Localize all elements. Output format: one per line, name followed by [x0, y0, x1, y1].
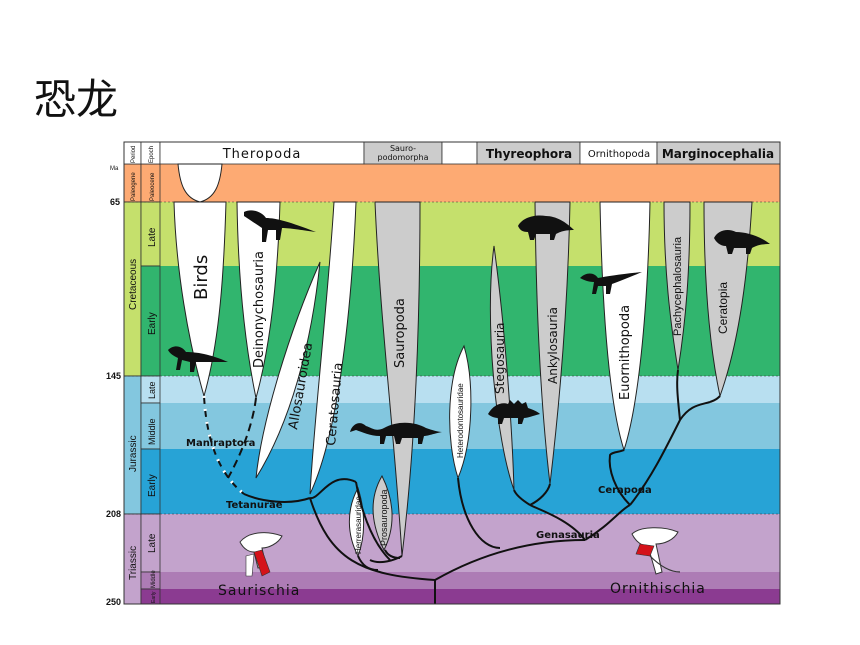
header-marginocephalia-label: Marginocephalia — [662, 147, 774, 161]
ceratosauria-spindle — [309, 201, 357, 495]
band-early-triassic — [160, 589, 780, 604]
label-stegosauria: Stegosauria — [493, 323, 507, 395]
epoch-label-late-jurassic: Late — [147, 381, 157, 399]
band-paleogene — [160, 164, 780, 202]
header-podomorpha-label: podomorpha — [378, 153, 429, 162]
period-label-cretaceous: Cretaceous — [128, 259, 139, 310]
period-label-jurassic: Jurassic — [128, 435, 139, 472]
period-label-paleogene: Paleogene — [131, 172, 137, 201]
sauropod-silhouette — [350, 422, 442, 444]
header-thyreophora-label: Thyreophora — [486, 147, 572, 161]
euornithopoda-spindle — [599, 201, 651, 452]
chart-border — [123, 141, 781, 605]
label-ceratopia: Ceratopia — [716, 282, 730, 334]
birds-spindle — [173, 201, 227, 398]
clade-spindles — [173, 163, 753, 558]
label-genasauria: Genasauria — [536, 530, 600, 541]
epoch-label-late-triassic: Late — [147, 533, 158, 553]
dromaeosaur-silhouette — [244, 210, 316, 242]
boundary-lines — [124, 201, 780, 515]
node-labels: Maniraptora Tetanurae Cerapoda Genasauri… — [186, 438, 706, 599]
label-tetanurae: Tetanurae — [226, 500, 283, 511]
label-saurischia: Saurischia — [218, 583, 300, 599]
epoch-label-early-triassic: Early — [151, 591, 157, 603]
epoch-label-late-cretaceous: Late — [147, 227, 158, 247]
ma-tick-208: 208 — [106, 509, 121, 519]
ankylosauria-spindle — [534, 201, 571, 485]
ma-tick-145: 145 — [106, 371, 121, 381]
label-euornithopoda: Euornithopoda — [618, 305, 633, 400]
period-header: Period — [131, 146, 137, 163]
group-header-row: Theropoda Sauro- podomorpha Thyreophora … — [159, 141, 781, 165]
label-ornithischia: Ornithischia — [610, 581, 706, 597]
epoch-label-paleocene: Paleocene — [150, 172, 156, 201]
sauropoda-spindle — [374, 201, 421, 557]
ceratopsian-silhouette — [714, 230, 770, 254]
period-label-triassic: Triassic — [128, 546, 139, 580]
header-ornithopoda-label: Ornithopoda — [588, 149, 650, 160]
label-herrerasauridae: Herrerasauridae — [354, 496, 363, 554]
label-cerapoda: Cerapoda — [598, 485, 652, 496]
label-birds: Birds — [191, 255, 212, 300]
allosauroidea-spindle — [255, 261, 321, 479]
ornithopod-silhouette — [580, 272, 642, 294]
stegosaur-silhouette — [488, 400, 540, 424]
bird-silhouette — [168, 346, 228, 372]
prosauropoda-spindle — [372, 474, 393, 552]
epoch-label-middle-triassic: Middle — [151, 570, 157, 588]
ankylosaur-silhouette — [518, 215, 574, 240]
deinonychosauria-spindle — [236, 201, 281, 399]
header-sauro-label: Sauro- — [390, 144, 416, 153]
label-deinonychosauria: Deinonychosauria — [252, 251, 267, 368]
ma-tick-65: 65 — [110, 197, 120, 207]
ornithischian-pelvis-icon — [631, 527, 681, 575]
label-pachycephalosauria: Pachycephalosauria — [672, 236, 684, 336]
saurischian-pelvis-icon — [239, 532, 283, 577]
theropod-dashed-gaps — [202, 395, 245, 496]
label-prosauropoda: Prosauropoda — [379, 489, 389, 546]
label-heterodontosauridae: Heterodontosauridae — [456, 383, 465, 458]
epoch-label-middle-jurassic: Middle — [147, 418, 157, 445]
ma-tick-250: 250 — [106, 597, 121, 607]
epoch-label-early-cretaceous: Early — [147, 312, 158, 335]
label-ceratosauria: Ceratosauria — [324, 362, 346, 446]
timescale-columns: Period Epoch Paleogene Cretaceous Jurass… — [106, 141, 161, 607]
pachycephalosauria-spindle — [663, 201, 691, 371]
header-theropoda-label: Theropoda — [222, 147, 302, 162]
phylogeny-branches — [243, 369, 721, 604]
animal-silhouettes — [168, 210, 770, 444]
header-blank — [441, 141, 478, 165]
ma-unit-label: Ma — [110, 166, 119, 172]
epoch-header: Epoch — [149, 146, 155, 163]
band-middle-triassic — [160, 572, 780, 589]
label-ankylosauria: Ankylosauria — [546, 307, 560, 384]
epoch-label-early-jurassic: Early — [147, 474, 158, 497]
label-sauropoda: Sauropoda — [393, 298, 408, 368]
page-title: 恐龙 — [34, 75, 119, 124]
label-maniraptora: Maniraptora — [186, 438, 255, 449]
